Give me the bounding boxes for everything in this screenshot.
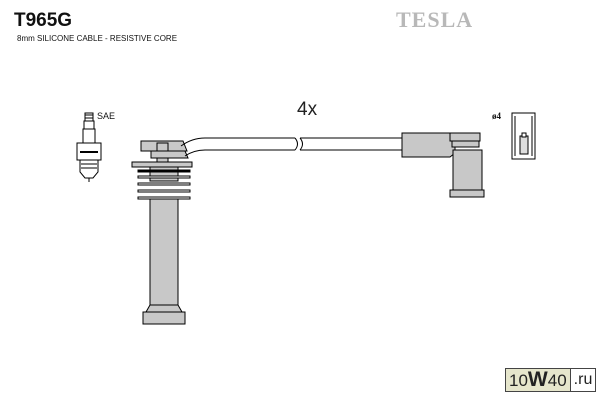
brand-logo: TESLA: [396, 7, 474, 32]
terminal-section-icon: [511, 112, 536, 160]
cable-description: 8mm SILICONE CABLE - RESISTIVE CORE: [17, 34, 178, 43]
part-number: T965G: [14, 10, 73, 31]
plug-boot: [131, 140, 193, 325]
watermark-logo: 10 W 40 .ru: [505, 368, 597, 392]
quantity-label: 4x: [297, 99, 318, 120]
spark-plug-label: SAE: [97, 111, 116, 121]
watermark-domain: .ru: [569, 369, 596, 391]
watermark-main: 10 W 40: [506, 369, 570, 391]
watermark-right: 40: [547, 371, 567, 390]
watermark-center: W: [527, 368, 548, 391]
watermark-left: 10: [509, 371, 528, 390]
coil-connector: [401, 132, 485, 198]
cable: [180, 137, 402, 157]
terminal-diameter-label: ø4: [492, 111, 501, 121]
spark-plug-icon: [76, 112, 102, 182]
